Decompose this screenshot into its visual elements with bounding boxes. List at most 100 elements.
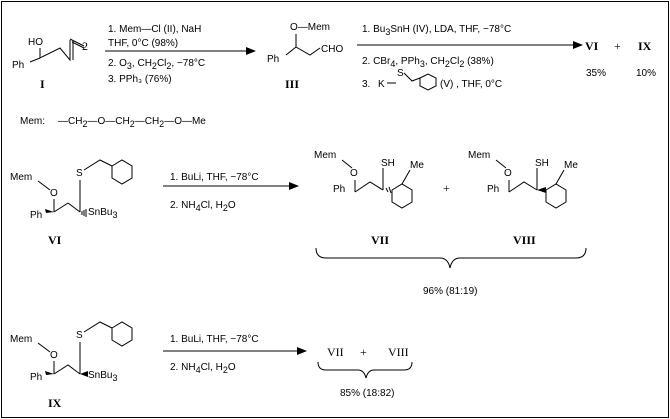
- step2-line3-number: 3.: [362, 79, 370, 90]
- atom-sh-VII: SH: [381, 158, 395, 169]
- compound-I-bonds: [39, 40, 71, 62]
- benzyl-ring-V: [419, 73, 437, 91]
- benzyl-ring-IX: [111, 321, 133, 347]
- atom-snbu3-VI: SnBu3: [88, 207, 117, 220]
- atom-mem-VII: Mem: [314, 150, 336, 161]
- atom-s-IX: S: [76, 330, 83, 341]
- product-VII-row3: VII: [327, 345, 344, 359]
- benzyl-chain-IX: [83, 321, 113, 333]
- stereo-wedge-ph: [45, 209, 54, 213]
- ph-bond: [29, 57, 41, 63]
- compound-label-III: III: [285, 77, 299, 91]
- row1-products: VI + IX 35% 10%: [585, 39, 656, 79]
- step3-line1: 1. BuLi, THF, −78°C: [170, 172, 259, 183]
- step2-line3-s: S: [397, 68, 404, 79]
- mem-definition: Mem: —CH2—O—CH2—CH2—O—Me: [20, 116, 206, 129]
- mem-o-bond: [37, 180, 51, 191]
- atom-me-VII: Me: [410, 160, 424, 171]
- viii-me-bond: [555, 169, 565, 185]
- compound-label-IX: IX: [48, 396, 62, 410]
- step1-line1: 1. Mem—Cl (II), NaH: [108, 24, 201, 35]
- brace-row2: [315, 247, 587, 269]
- atom-o-IX: O: [50, 350, 58, 361]
- compound-VI-structure: Mem O Ph S SnBu3 VI: [10, 159, 133, 247]
- viii-backbone: [508, 181, 538, 193]
- step1-line4: 3. PPh₃ (76%): [108, 74, 172, 85]
- compound-IX-structure: Mem O Ph S SnBu3 IX: [10, 321, 133, 410]
- plus-row3: +: [360, 345, 367, 359]
- compound-III-structure: O—Mem CHO Ph III: [267, 22, 343, 91]
- atom-cho: CHO: [321, 44, 343, 55]
- mem-def-formula: —CH2—O—CH2—CH2—O—Me: [58, 116, 206, 129]
- viii-wedge: [537, 187, 546, 193]
- step2-line1: 1. Bu3SnH (IV), LDA, THF, −78°C: [362, 24, 511, 37]
- step2-line3-rest: (V) , THF, 0°C: [440, 79, 502, 90]
- product-plus: +: [614, 39, 621, 53]
- compound-label-VIII: VIII: [513, 233, 536, 247]
- result-row2: 96% (81:19): [423, 286, 477, 297]
- atom-mem-IX: Mem: [10, 334, 32, 345]
- terminal-alkene-bond-2: [71, 41, 85, 49]
- c-ch2-bond: [53, 202, 69, 213]
- product-VI: VI: [585, 39, 599, 53]
- atom-eq2: 2: [82, 39, 88, 53]
- benzyl-chain-VI: [83, 159, 113, 171]
- step3-conditions: 1. BuLi, THF, −78°C 2. NH4Cl, H2O: [163, 172, 299, 213]
- viii-aryl-ring: [545, 183, 567, 209]
- atom-ph-I: Ph: [12, 60, 24, 71]
- compound-III-bonds-a: [285, 34, 297, 56]
- product-IX: IX: [638, 39, 652, 53]
- vii-mem-o: [341, 159, 353, 169]
- vii-backbone: [354, 181, 384, 193]
- atom-ph-III: Ph: [267, 54, 279, 65]
- atom-ph-IX: Ph: [30, 372, 42, 383]
- atom-sh-VIII: SH: [535, 158, 549, 169]
- step4-line2: 2. NH4Cl, H2O: [170, 362, 236, 375]
- step3-line2: 2. NH4Cl, H2O: [170, 200, 236, 213]
- atom-ph-VII: Ph: [333, 184, 345, 195]
- benzyl-ring-VI: [111, 159, 133, 185]
- compound-label-I: I: [40, 77, 45, 91]
- step4-line1: 1. BuLi, THF, −78°C: [170, 334, 259, 345]
- thiolate-chain: [403, 72, 421, 82]
- step1-conditions: 1. Mem—Cl (II), NaH THF, 0°C (98%) 2. O3…: [105, 24, 256, 85]
- stereo-hash-sn: [81, 209, 87, 217]
- step2-conditions: 1. Bu3SnH (IV), LDA, THF, −78°C 2. CBr4,…: [357, 24, 583, 91]
- viii-mem-o: [495, 159, 507, 169]
- atom-o-VIII: O: [504, 168, 512, 179]
- atom-o-mem: O—Mem: [290, 22, 330, 33]
- product-VIII-row3: VIII: [388, 345, 409, 359]
- result-row3: 85% (18:82): [340, 388, 394, 399]
- step2-line2: 2. CBr4, PPh3, CH2Cl2 (38%): [362, 56, 494, 69]
- ix-wedge-sn: [80, 371, 88, 377]
- ix-mem-o: [37, 342, 51, 353]
- atom-o-VI: O: [50, 188, 58, 199]
- brace-row3: [317, 361, 413, 379]
- step1-line3: 2. O3, CH2Cl2, −78°C: [108, 58, 205, 71]
- atom-ho: HO: [28, 37, 43, 48]
- mem-def-label: Mem:: [20, 116, 45, 127]
- vii-me-bond: [401, 169, 411, 185]
- compound-III-bonds-b: [295, 46, 321, 56]
- compound-I-structure: HO 2 Ph I: [12, 37, 88, 91]
- atom-ph-VI: Ph: [30, 210, 42, 221]
- plus-VII-VIII: +: [443, 181, 450, 195]
- atom-mem-VI: Mem: [10, 172, 32, 183]
- step1-line2: THF, 0°C (98%): [108, 38, 178, 49]
- compound-label-VII: VII: [371, 233, 389, 247]
- yield-IX: 10%: [636, 68, 656, 79]
- step4-conditions: 1. BuLi, THF, −78°C 2. NH4Cl, H2O: [163, 334, 307, 375]
- step2-line3-k: K: [378, 79, 385, 90]
- compound-VII-structure: Mem O Ph SH Me: [314, 150, 424, 209]
- atom-snbu3-IX: SnBu3: [88, 370, 117, 383]
- atom-mem-VIII: Mem: [468, 150, 490, 161]
- vii-hash: [385, 186, 392, 194]
- atom-s-VI: S: [76, 168, 83, 179]
- ix-wedge-ph: [45, 371, 54, 375]
- vii-aryl-ring: [391, 183, 413, 209]
- atom-me-VIII: Me: [564, 160, 578, 171]
- ch2-c-bond: [67, 202, 81, 213]
- compound-VIII-structure: Mem O Ph SH Me: [468, 150, 578, 209]
